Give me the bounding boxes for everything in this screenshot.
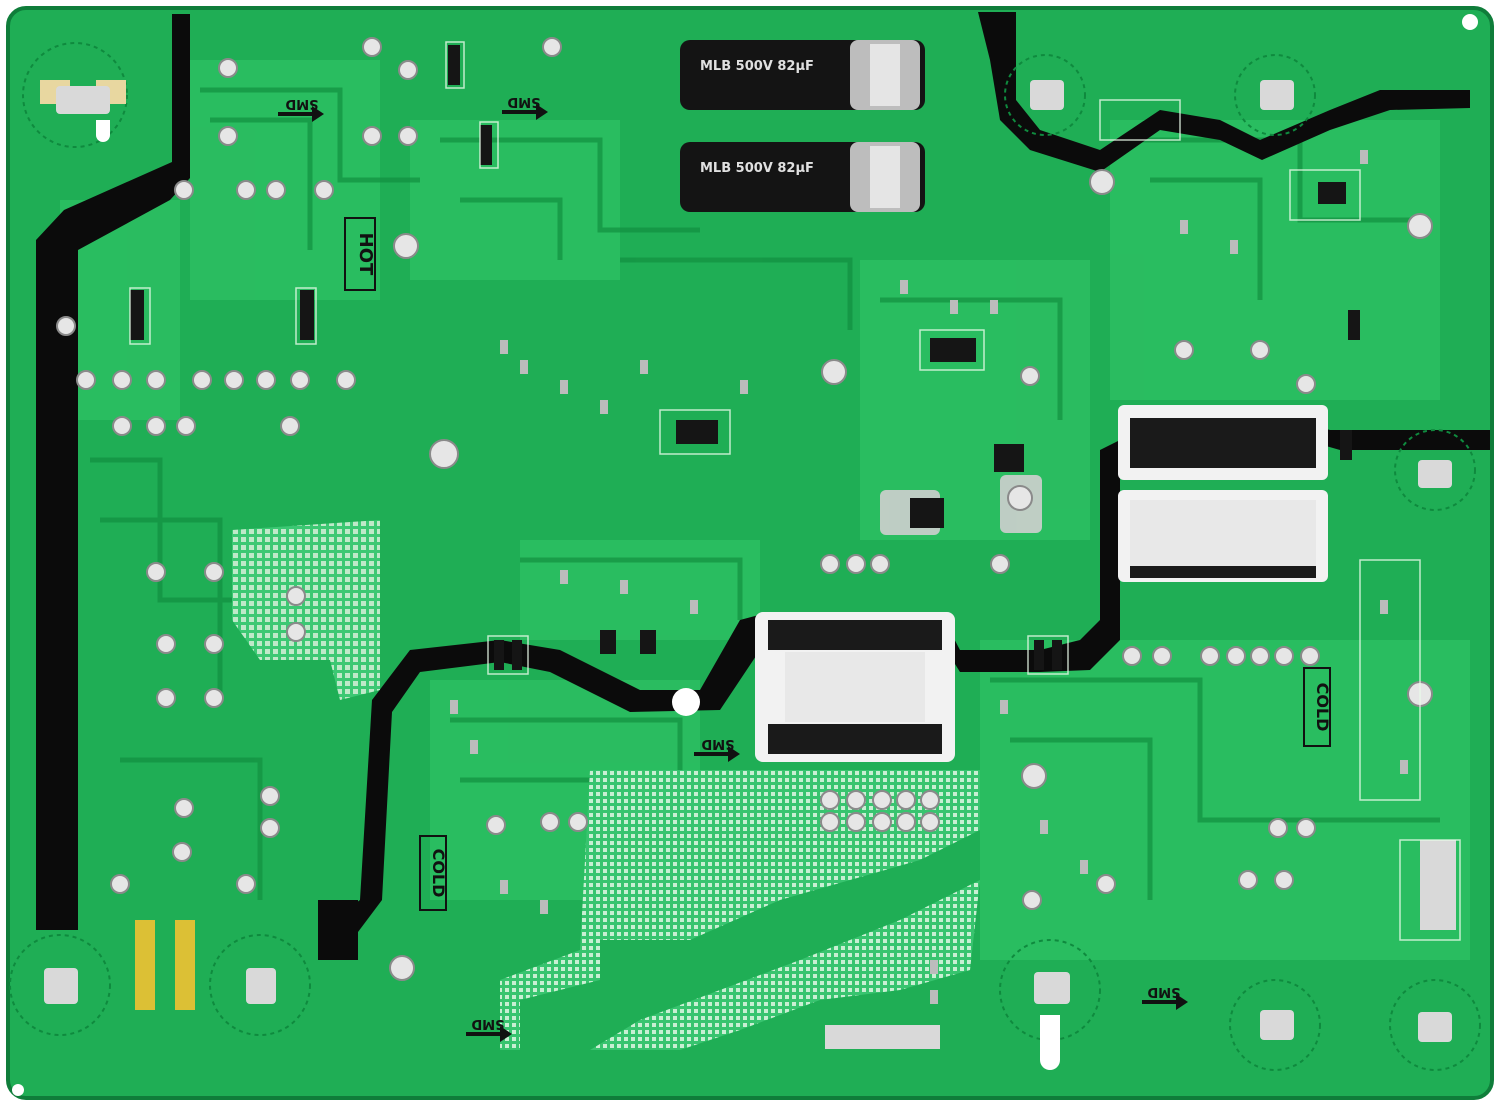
- transformer-center: [755, 612, 955, 762]
- smd-label-1: SMD: [285, 96, 318, 111]
- keyhole-slots: [12, 14, 1478, 1096]
- cap-rating-1: MLB 500V 82µF: [700, 59, 814, 74]
- silk-hot-box: HOT: [344, 217, 376, 291]
- integrated-circuits: [130, 45, 1456, 1049]
- bulk-capacitor-top: MLB 500V 82µF: [680, 40, 925, 110]
- label-hot: HOT: [355, 233, 376, 276]
- label-cold-left: COLD: [429, 849, 448, 898]
- silk-cold-left-box: COLD: [419, 835, 448, 911]
- smd-arrow-2: SMD: [502, 94, 548, 120]
- smd-label-3: SMD: [701, 736, 734, 751]
- isolation-gap-corner: [318, 900, 358, 960]
- smd-label-2: SMD: [507, 94, 540, 109]
- silk-cold-right-box: COLD: [1303, 667, 1332, 747]
- board-border: [6, 6, 1494, 1100]
- smd-arrow-3: SMD: [694, 736, 740, 762]
- hatched-copper-bottom: [500, 770, 980, 1050]
- isolation-gap-top: [978, 12, 1470, 172]
- isolation-gap-left: [36, 14, 190, 930]
- smd-label-5: SMD: [471, 1016, 504, 1031]
- solder-joints: [56, 37, 1433, 981]
- cap-rating-2: MLB 500V 82µF: [700, 161, 814, 176]
- transformer-right: [1118, 405, 1328, 582]
- smd-arrow-4: SMD: [1142, 984, 1188, 1010]
- silkscreen-outlines: [129, 41, 1461, 941]
- smd-arrow-1: SMD: [278, 96, 324, 122]
- mounting-pads: [9, 42, 1481, 1071]
- hatched-copper-left: [232, 520, 380, 700]
- smd-label-4: SMD: [1147, 984, 1180, 999]
- bulk-capacitor-bottom: MLB 500V 82µF: [680, 142, 925, 212]
- label-cold-right: COLD: [1313, 683, 1332, 732]
- smd-components: [450, 150, 1408, 1004]
- smd-arrow-5: SMD: [466, 1016, 512, 1042]
